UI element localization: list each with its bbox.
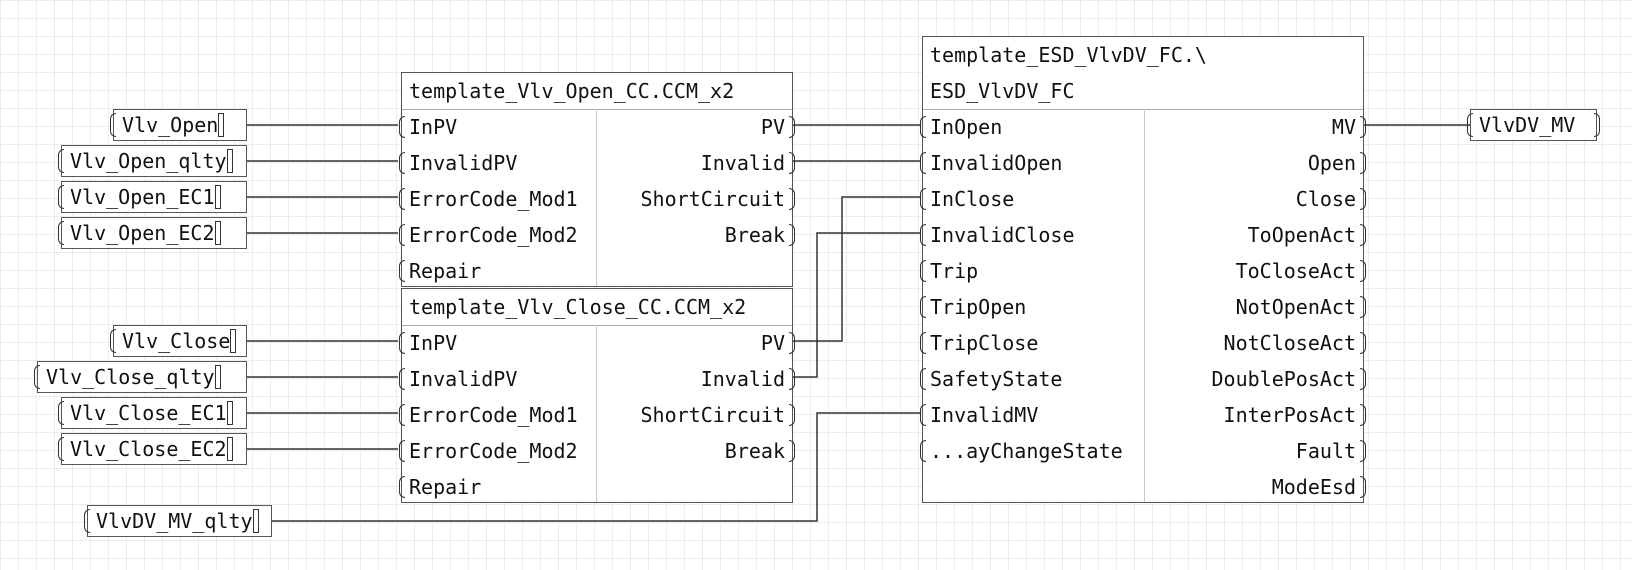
pin-in-invalidpv[interactable]: InvalidPV <box>398 361 517 397</box>
title-divider <box>402 325 792 326</box>
title-divider <box>402 109 792 110</box>
pin-in-invalidmv[interactable]: InvalidMV <box>919 397 1038 433</box>
pin-out-shortcircuit[interactable]: ShortCircuit <box>641 397 795 433</box>
block-title-line2: ESD_VlvDV_FC <box>930 79 1075 103</box>
input-var-vlv-open-qlty[interactable]: Vlv_Open_qlty <box>58 145 247 177</box>
input-var-vlv-close-qlty[interactable]: Vlv_Close_qlty <box>34 361 247 393</box>
pin-in-errorcode-mod2[interactable]: ErrorCode_Mod2 <box>399 433 578 469</box>
pin-in-repair[interactable]: Repair <box>398 469 481 505</box>
block-vlv-close-cc[interactable]: template_Vlv_Close_CC.CCM_x2 InPV Invali… <box>398 288 796 505</box>
input-var-vlv-close[interactable]: Vlv_Close <box>110 325 247 357</box>
pin-out-shortcircuit[interactable]: ShortCircuit <box>641 181 795 217</box>
pin-in-maychangestate[interactable]: ...ayChangeState <box>920 433 1123 469</box>
pin-in-invalidpv[interactable]: InvalidPV <box>398 145 517 181</box>
pin-in-errorcode-mod1[interactable]: ErrorCode_Mod1 <box>399 181 578 217</box>
input-var-vlv-open-ec1[interactable]: Vlv_Open_EC1 <box>58 181 247 213</box>
pin-out-notopenact[interactable]: NotOpenAct <box>1236 289 1367 325</box>
pin-out-break[interactable]: Break <box>725 217 796 253</box>
pin-out-mv[interactable]: MV <box>1332 109 1367 145</box>
input-var-vlvdv-mv-qlty[interactable]: VlvDV_MV_qlty <box>84 505 272 537</box>
wire-close-invalid <box>793 232 920 378</box>
pin-in-safetystate[interactable]: SafetyState <box>919 361 1062 397</box>
pin-out-tocloseact[interactable]: ToCloseAct <box>1236 253 1367 289</box>
pin-out-break[interactable]: Break <box>725 433 796 469</box>
pin-out-pv[interactable]: PV <box>761 325 796 361</box>
pin-out-invalid[interactable]: Invalid <box>701 145 796 181</box>
block-title-line1: template_ESD_VlvDV_FC.\ <box>930 43 1207 67</box>
input-var-vlv-close-ec2[interactable]: Vlv_Close_EC2 <box>58 433 247 465</box>
column-divider <box>596 109 597 286</box>
pin-in-repair[interactable]: Repair <box>398 253 481 289</box>
output-var-vlvdv-mv[interactable]: VlvDV_MV <box>1467 109 1600 141</box>
block-title: template_Vlv_Open_CC.CCM_x2 <box>409 79 735 103</box>
pin-out-interposact[interactable]: InterPosAct <box>1224 397 1367 433</box>
block-esd-vlvdv-fc[interactable]: template_ESD_VlvDV_FC.\ ESD_VlvDV_FC InO… <box>919 36 1367 505</box>
column-divider <box>596 325 597 502</box>
pin-out-pv[interactable]: PV <box>761 109 796 145</box>
block-vlv-open-cc[interactable]: template_Vlv_Open_CC.CCM_x2 InPV Invalid… <box>398 72 796 289</box>
pin-in-invalidopen[interactable]: InvalidOpen <box>919 145 1062 181</box>
pin-in-inpv[interactable]: InPV <box>398 325 457 361</box>
title-divider <box>923 109 1363 110</box>
pin-in-trip[interactable]: Trip <box>919 253 978 289</box>
input-var-vlv-open-ec2[interactable]: Vlv_Open_EC2 <box>58 217 247 249</box>
wire-close-pv <box>793 196 920 342</box>
pin-out-toopenact[interactable]: ToOpenAct <box>1248 217 1367 253</box>
pin-out-doubleposact[interactable]: DoublePosAct <box>1212 361 1366 397</box>
pin-in-invalidclose[interactable]: InvalidClose <box>920 217 1075 253</box>
pin-in-tripclose[interactable]: TripClose <box>919 325 1038 361</box>
input-var-vlv-close-ec1[interactable]: Vlv_Close_EC1 <box>58 397 247 429</box>
pin-in-errorcode-mod1[interactable]: ErrorCode_Mod1 <box>399 397 578 433</box>
pin-in-errorcode-mod2[interactable]: ErrorCode_Mod2 <box>399 217 578 253</box>
wire-mv-qlty <box>272 412 920 522</box>
pin-out-notcloseact[interactable]: NotCloseAct <box>1224 325 1367 361</box>
block-title: template_Vlv_Close_CC.CCM_x2 <box>409 295 747 319</box>
pin-out-invalid[interactable]: Invalid <box>701 361 796 397</box>
pin-in-inpv[interactable]: InPV <box>398 109 457 145</box>
pin-out-open[interactable]: Open <box>1308 145 1367 181</box>
pin-out-close[interactable]: Close <box>1296 181 1367 217</box>
pin-in-tripopen[interactable]: TripOpen <box>919 289 1026 325</box>
pin-out-modeesd[interactable]: ModeEsd <box>1272 469 1367 505</box>
pin-in-inclose[interactable]: InClose <box>919 181 1014 217</box>
column-divider <box>1144 109 1145 502</box>
input-var-vlv-open[interactable]: Vlv_Open <box>110 109 247 141</box>
pin-out-fault[interactable]: Fault <box>1296 433 1367 469</box>
pin-in-inopen[interactable]: InOpen <box>919 109 1002 145</box>
